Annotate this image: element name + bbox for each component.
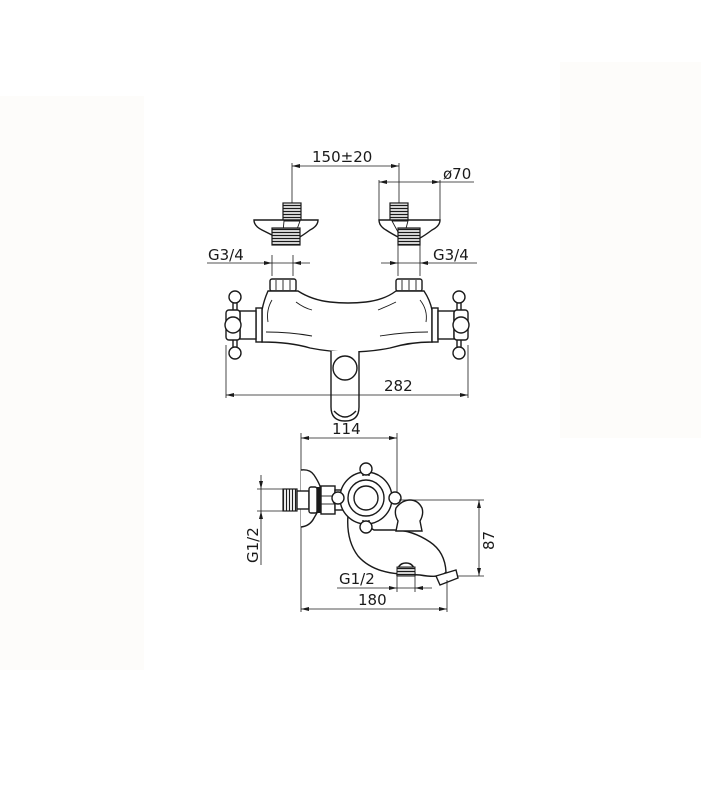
dimension-height-to-spout: 87 — [399, 499, 498, 577]
dimension-inlet-thread-left: G3/4 — [207, 246, 310, 276]
label-inlet-spacing: 150±20 — [312, 148, 372, 166]
dimension-inlet-spacing: 150±20 — [291, 148, 400, 203]
dimension-side-inlet-thread: G1/2 — [244, 475, 283, 565]
dimension-outlet-thread: G1/2 — [337, 570, 432, 592]
right-eccentric-fitting — [378, 202, 441, 246]
label-inlet-thread-left: G3/4 — [208, 246, 244, 264]
spout-front — [330, 351, 360, 422]
label-flange-diameter: ø70 — [443, 165, 471, 183]
label-wall-to-body: 114 — [332, 420, 361, 438]
cross-handle-side — [331, 462, 402, 534]
background-panel-right — [560, 62, 701, 438]
left-cross-handle-front — [224, 290, 242, 360]
dimension-overall-depth: 180 — [301, 580, 448, 612]
background-panel-left — [0, 96, 144, 670]
diverter-knob — [394, 499, 424, 532]
right-cross-handle-front — [452, 290, 470, 360]
label-height-to-spout: 87 — [480, 531, 498, 550]
dimension-overall-width: 282 — [225, 345, 469, 398]
dimension-inlet-thread-right: G3/4 — [381, 245, 477, 276]
left-eccentric-fitting — [253, 202, 319, 246]
spout-side — [347, 514, 459, 586]
dimension-flange-diameter: ø70 — [378, 165, 474, 220]
dimension-wall-to-body: 114 — [300, 420, 398, 497]
mixer-body-front — [239, 278, 455, 353]
label-overall-depth: 180 — [358, 591, 387, 609]
label-inlet-thread-right: G3/4 — [433, 246, 469, 264]
label-side-inlet-thread: G1/2 — [244, 527, 262, 563]
label-outlet-thread: G1/2 — [339, 570, 375, 588]
label-overall-width: 282 — [384, 377, 413, 395]
